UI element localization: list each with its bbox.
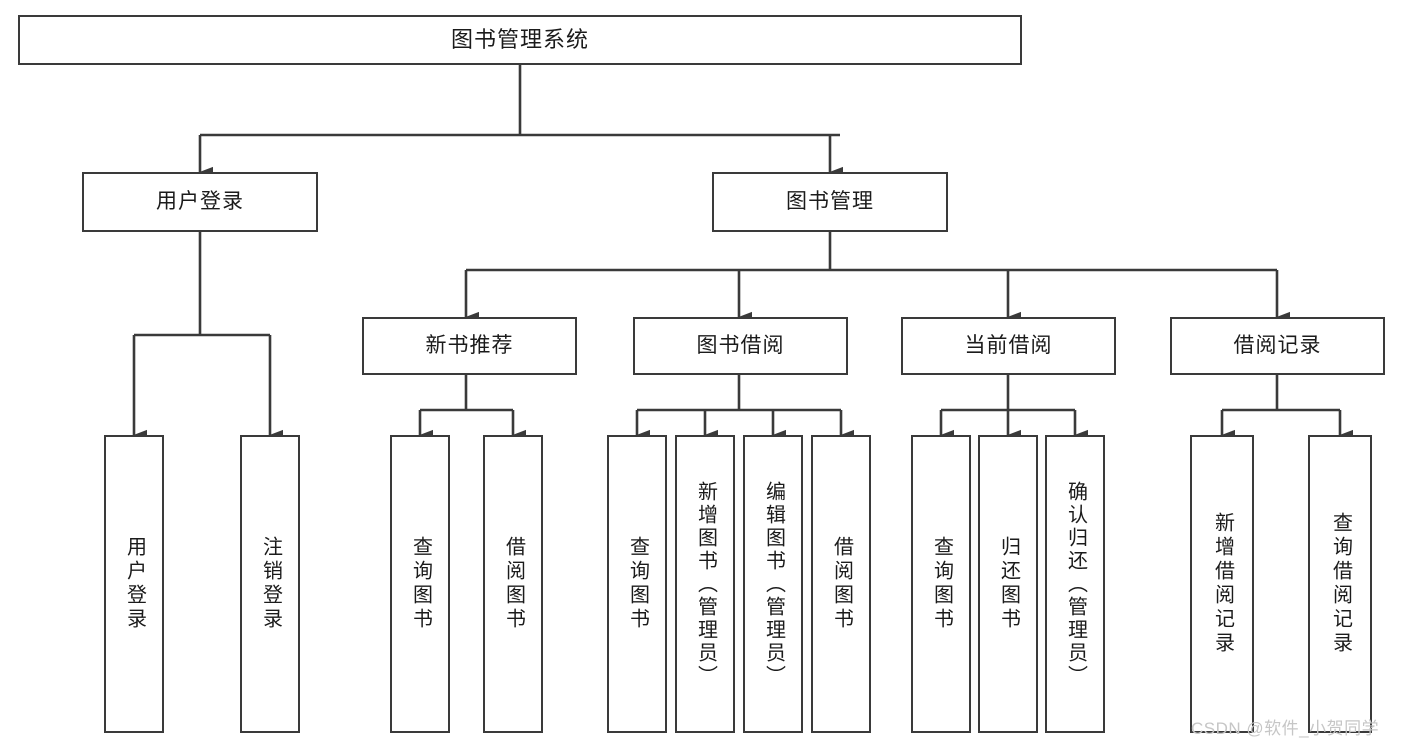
leaf-user-login-login[interactable]: 用户登录 bbox=[104, 435, 164, 733]
csdn-watermark: CSDN @软件_小贺同学 bbox=[1191, 719, 1380, 738]
node-user-login[interactable]: 用户登录 bbox=[82, 172, 318, 232]
node-new-book-recommend[interactable]: 新书推荐 bbox=[362, 317, 577, 375]
leaf-current-return-book[interactable]: 归还图书 bbox=[978, 435, 1038, 733]
node-borrow-record[interactable]: 借阅记录 bbox=[1170, 317, 1385, 375]
node-book-management[interactable]: 图书管理 bbox=[712, 172, 948, 232]
leaf-user-login-logout[interactable]: 注销登录 bbox=[240, 435, 300, 733]
leaf-record-add-record[interactable]: 新增借阅记录 bbox=[1190, 435, 1254, 733]
leaf-borrow-borrow-book[interactable]: 借阅图书 bbox=[811, 435, 871, 733]
node-root-system[interactable]: 图书管理系统 bbox=[18, 15, 1022, 65]
leaf-borrow-edit-book-admin[interactable]: 编辑图书（管理员） bbox=[743, 435, 803, 733]
node-current-borrow[interactable]: 当前借阅 bbox=[901, 317, 1116, 375]
leaf-current-query-book[interactable]: 查询图书 bbox=[911, 435, 971, 733]
leaf-recommend-query-book[interactable]: 查询图书 bbox=[390, 435, 450, 733]
node-book-borrow[interactable]: 图书借阅 bbox=[633, 317, 848, 375]
leaf-current-confirm-return-admin[interactable]: 确认归还（管理员） bbox=[1045, 435, 1105, 733]
leaf-recommend-borrow-book[interactable]: 借阅图书 bbox=[483, 435, 543, 733]
leaf-borrow-add-book-admin[interactable]: 新增图书（管理员） bbox=[675, 435, 735, 733]
leaf-borrow-query-book[interactable]: 查询图书 bbox=[607, 435, 667, 733]
leaf-record-query-record[interactable]: 查询借阅记录 bbox=[1308, 435, 1372, 733]
